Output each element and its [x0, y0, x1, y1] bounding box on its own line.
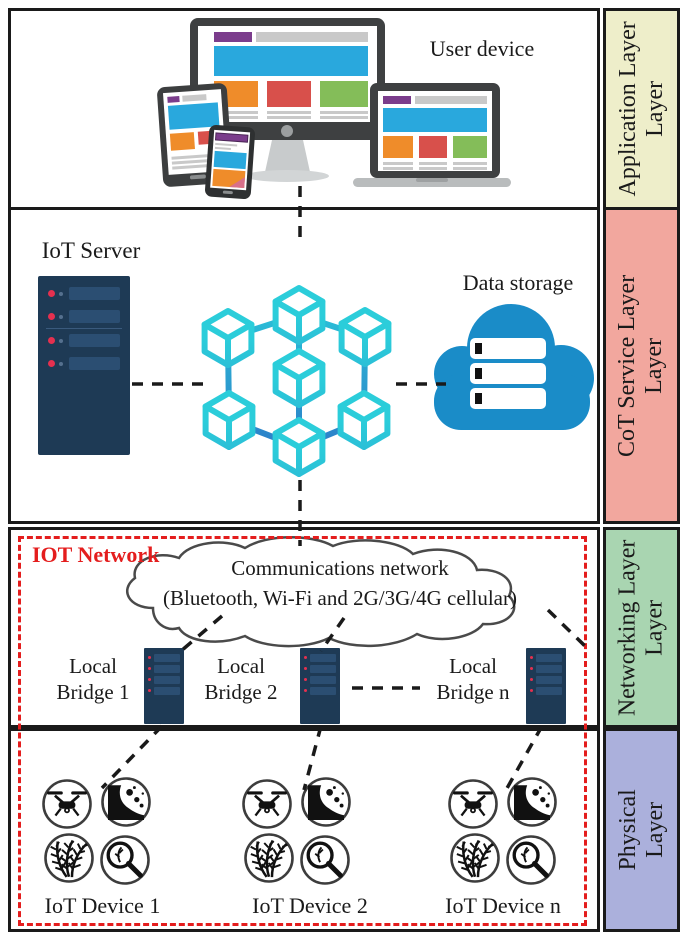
user-device-label: User device	[429, 36, 535, 61]
server-slot	[48, 286, 120, 301]
iot-network-label: IOT Network	[32, 542, 160, 567]
application-layer-label-2: Layer	[641, 81, 668, 137]
networking-layer-label: Networking Layer	[614, 539, 641, 716]
sidebar-cot-service-layer: CoT Service Layer Layer	[603, 207, 680, 524]
cot-service-layer-label-2: Layer	[641, 337, 668, 394]
physical-layer-label: Physical	[614, 789, 641, 871]
communications-cloud	[125, 536, 516, 648]
smartphone-icon	[205, 124, 255, 200]
storage-racks-icon	[470, 338, 546, 409]
cot-service-layer-label: CoT Service Layer	[614, 274, 641, 457]
blockchain-network-icon	[195, 283, 405, 483]
local-bridge-1-icon	[144, 648, 184, 724]
sidebar-physical-layer: Physical Layer	[603, 728, 680, 932]
iot-device-2-sensors	[240, 776, 364, 888]
sidebar-application-layer: Application Layer Layer	[603, 8, 680, 210]
iot-device-1-label: IoT Device 1	[44, 893, 161, 918]
data-storage-cloud-icon	[434, 304, 594, 430]
user-devices-illustration	[157, 18, 511, 200]
data-storage-label: Data storage	[462, 270, 574, 295]
physical-layer-label-2: Layer	[641, 802, 668, 858]
sidebar-networking-layer: Networking Layer Layer	[603, 527, 680, 728]
iot-device-n-label: IoT Device n	[445, 893, 561, 918]
iot-device-n-sensors	[446, 776, 570, 888]
communications-network-line1: Communications network	[231, 556, 449, 580]
laptop-icon	[353, 83, 511, 187]
iot-server-icon	[38, 276, 130, 455]
networking-layer-label-2: Layer	[641, 599, 668, 656]
local-bridge-n-icon	[526, 648, 566, 724]
iot-device-1-sensors	[40, 776, 164, 888]
iot-server-label: IoT Server	[41, 238, 141, 263]
iot-device-2-label: IoT Device 2	[252, 893, 368, 918]
desktop-monitor-icon	[190, 18, 385, 182]
communications-network-line2: (Bluetooth, Wi-Fi and 2G/3G/4G cellular)	[163, 586, 517, 610]
application-layer-label: Application Layer	[614, 21, 641, 197]
local-bridge-2-icon	[300, 648, 340, 724]
